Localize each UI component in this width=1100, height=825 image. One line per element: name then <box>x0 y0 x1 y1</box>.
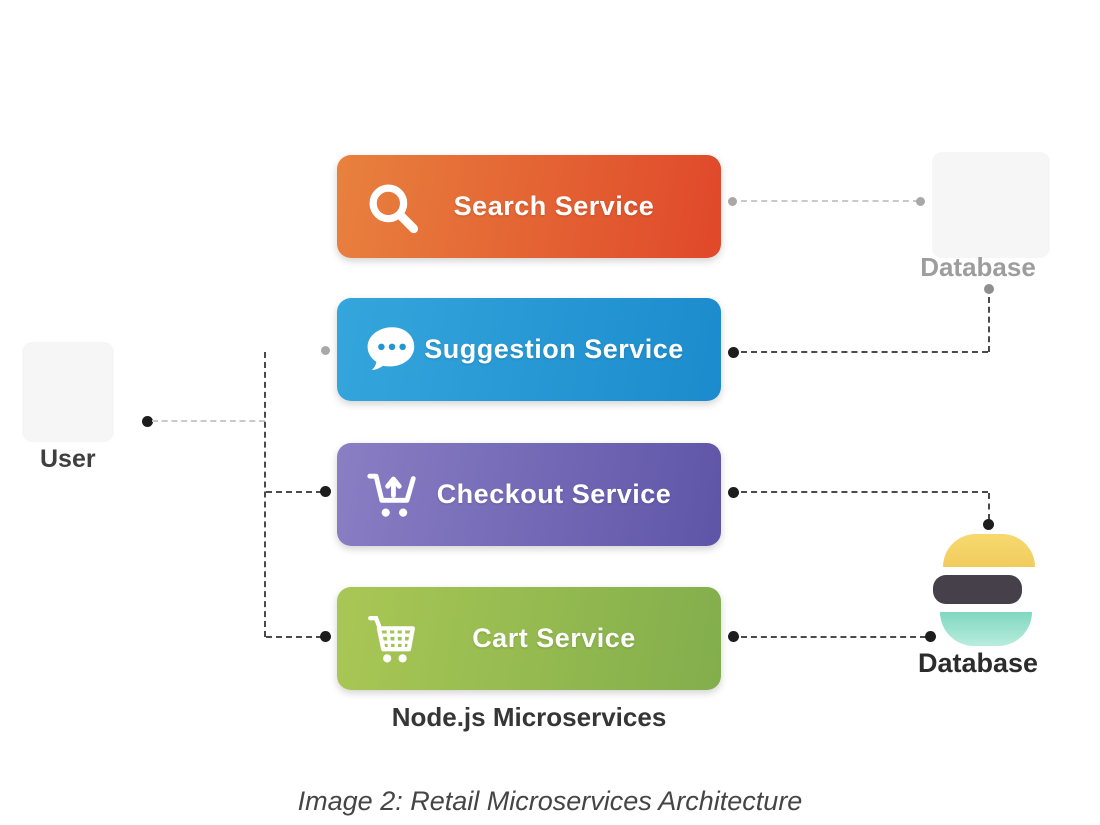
suggestion-service-box: Suggestion Service <box>337 298 721 401</box>
search-right-dot <box>728 197 737 206</box>
search-db-line <box>741 200 919 202</box>
checkout-db-line-h <box>741 491 988 493</box>
cart-right-dot <box>728 631 739 642</box>
service-label: Suggestion Service <box>424 334 684 364</box>
user-connector-dot <box>142 416 153 427</box>
database-icon-bottom <box>940 612 1032 646</box>
cart-left-dot <box>320 631 331 642</box>
database-icon-top <box>943 534 1035 567</box>
user-ghost-icon <box>22 342 114 442</box>
suggestion-db-line-v <box>988 297 990 352</box>
branch-checkout-line <box>266 491 322 493</box>
chat-bubble-icon <box>363 321 421 379</box>
search-db-dot <box>916 197 925 206</box>
search-icon <box>363 178 421 236</box>
suggestion-right-dot <box>728 347 739 358</box>
database-bottom-label: Database <box>917 648 1039 678</box>
suggestion-db-line-h <box>741 351 988 353</box>
checkout-service-box: Checkout Service <box>337 443 721 546</box>
db-bottom-left-dot <box>925 631 936 642</box>
checkout-db-line-v <box>988 493 990 520</box>
group-label: Node.js Microservices <box>391 702 667 732</box>
user-label: User <box>40 445 96 473</box>
database-ghost-icon <box>932 152 1050 258</box>
branch-cart-line <box>266 636 322 638</box>
db-top-dot <box>984 284 994 294</box>
service-label: Checkout Service <box>436 479 672 509</box>
user-connector-line <box>152 420 265 422</box>
search-service-box: Search Service <box>337 155 721 258</box>
service-label: Cart Service <box>472 623 636 653</box>
checkout-right-dot <box>728 487 739 498</box>
service-label: Search Service <box>453 191 655 221</box>
database-icon-middle <box>933 575 1022 604</box>
checkout-cart-icon <box>363 466 421 524</box>
cart-service-box: Cart Service <box>337 587 721 690</box>
figure-caption: Image 2: Retail Microservices Architectu… <box>297 786 803 816</box>
checkout-left-dot <box>320 486 331 497</box>
user-trunk-line <box>264 352 266 637</box>
cart-icon <box>363 610 421 668</box>
suggestion-left-dot <box>321 346 330 355</box>
database-top-label: Database <box>920 252 1036 282</box>
cart-db-line <box>741 636 926 638</box>
db-bottom-top-dot <box>983 519 994 530</box>
